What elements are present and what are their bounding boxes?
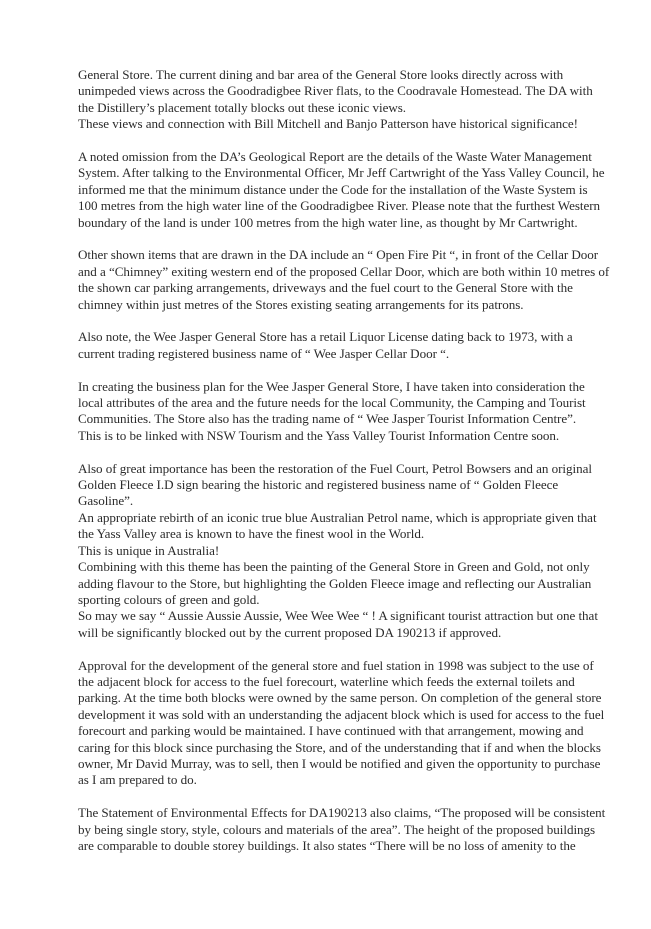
text-line: Approval for the development of the gene… — [78, 657, 594, 673]
text-line: sporting colours of green and gold. — [78, 591, 260, 607]
text-line: General Store. The current dining and ba… — [78, 67, 564, 82]
text-line: Golden Fleece I.D sign bearing the histo… — [78, 477, 559, 493]
document-page: General Store. The current dining and ba… — [78, 67, 618, 871]
text-line: the shown car parking arrangements, driv… — [78, 280, 573, 296]
text-line: as I am prepared to do. — [78, 772, 197, 788]
text-line: current trading registered business name… — [78, 345, 450, 361]
text-line: boundary of the land is under 100 metres… — [78, 214, 578, 230]
text-line: An appropriate rebirth of an iconic true… — [78, 509, 597, 525]
text-line: Also note, the Wee Jasper General Store … — [78, 329, 573, 345]
paragraph-approval-1998: Approval for the development of the gene… — [78, 658, 618, 789]
text-line: the Yass Valley area is known to have th… — [78, 526, 425, 542]
text-line: This is unique in Australia! — [78, 542, 220, 558]
paragraph-environmental-effects: The Statement of Environmental Effects f… — [78, 805, 618, 854]
text-line: Other shown items that are drawn in the … — [78, 247, 599, 263]
text-line: Also of great importance has been the re… — [78, 460, 592, 476]
text-line: informed me that the minimum distance un… — [78, 181, 588, 197]
text-line: So may we say “ Aussie Aussie Aussie, We… — [78, 608, 598, 624]
text-line: These views and connection with Bill Mit… — [78, 116, 578, 132]
text-line: System. After talking to the Environment… — [78, 165, 605, 181]
text-line: caring for this block since purchasing t… — [78, 739, 601, 755]
text-line: by being single story, style, colours an… — [78, 821, 596, 837]
text-line: adding flavour to the Store, but highlig… — [78, 575, 592, 591]
text-line: and a “Chimney” exiting western end of t… — [78, 263, 610, 279]
paragraph-business-plan: In creating the business plan for the We… — [78, 379, 618, 445]
text-line: In creating the business plan for the We… — [78, 378, 585, 394]
text-line: 100 metres from the high water line of t… — [78, 198, 601, 214]
text-line: the adjacent block for access to the fue… — [78, 673, 575, 689]
paragraph-waste-water: A noted omission from the DA’s Geologica… — [78, 149, 618, 231]
text-line: Communities. The Store also has the trad… — [78, 411, 577, 427]
text-line: A noted omission from the DA’s Geologica… — [78, 149, 592, 165]
text-line: The Statement of Environmental Effects f… — [78, 805, 606, 821]
text-line: the Distillery’s placement totally block… — [78, 99, 407, 115]
text-line: chimney within just metres of the Stores… — [78, 296, 524, 312]
text-line: will be significantly blocked out by the… — [78, 624, 502, 640]
paragraph-views: General Store. The current dining and ba… — [78, 67, 618, 133]
text-line: unimpeded views across the Goodradigbee … — [78, 83, 593, 99]
text-line: Combining with this theme has been the p… — [78, 559, 590, 575]
text-line: parking. At the time both blocks were ow… — [78, 690, 602, 706]
text-line: forecourt and parking would be maintaine… — [78, 723, 584, 739]
paragraph-fire-pit: Other shown items that are drawn in the … — [78, 247, 618, 313]
paragraph-liquor-license: Also note, the Wee Jasper General Store … — [78, 329, 618, 362]
text-line: are comparable to double storey building… — [78, 837, 576, 853]
text-line: Gasoline”. — [78, 493, 134, 509]
text-line: This is to be linked with NSW Tourism an… — [78, 427, 560, 443]
text-line: development it was sold with an understa… — [78, 706, 605, 722]
text-line: owner, Mr David Murray, was to sell, the… — [78, 755, 601, 771]
text-line: local attributes of the area and the fut… — [78, 395, 586, 411]
paragraph-golden-fleece: Also of great importance has been the re… — [78, 461, 618, 641]
